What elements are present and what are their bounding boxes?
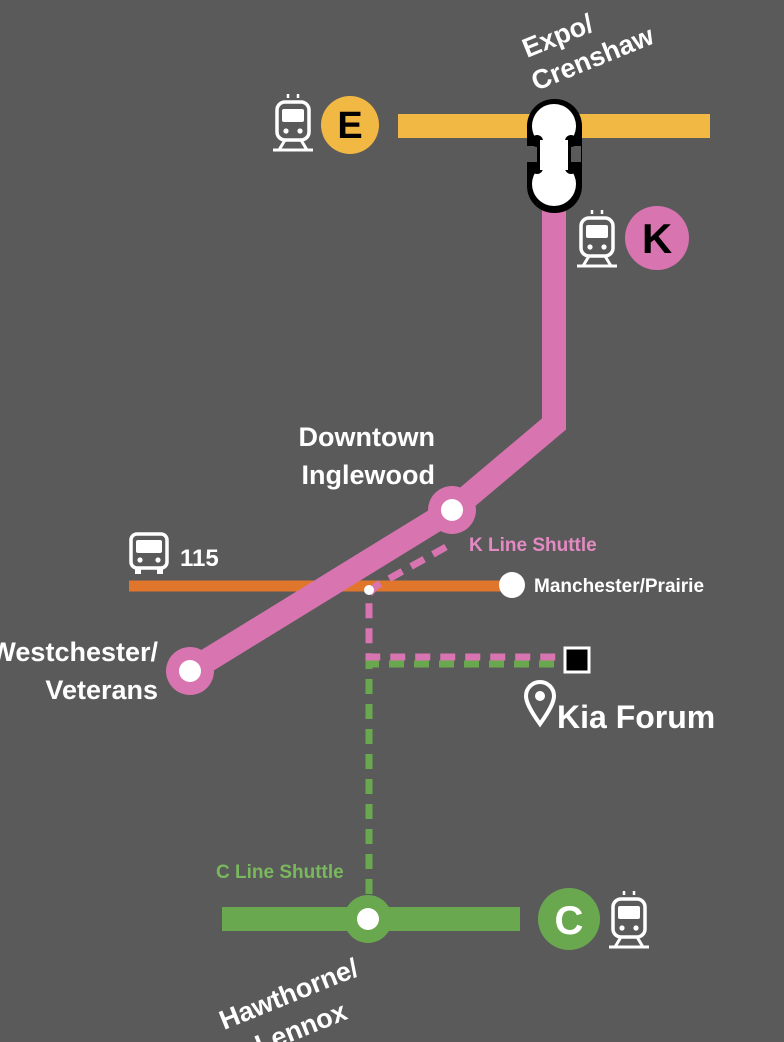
hawthorne-lennox-station[interactable] [344,895,392,943]
train-icon [607,889,651,949]
bus-route-number: 115 [180,545,219,572]
map-pin-icon [523,680,557,728]
westchester-veterans-station[interactable] [166,647,214,695]
c-line-letter: C [555,899,584,943]
manchester-prairie-label: Manchester/Prairie [534,576,704,597]
shuttle-junction-dot [364,585,374,595]
c-line-badge[interactable]: C [538,888,600,950]
kia-forum-label: Kia Forum [557,699,715,735]
c-line-shuttle-route [365,660,566,894]
e-line-letter: E [337,105,362,147]
downtown-inglewood-station[interactable] [428,486,476,534]
k-line-shuttle-label: K Line Shuttle [469,535,597,556]
downtown-inglewood-label-2: Inglewood [302,460,435,490]
downtown-inglewood-label-1: Downtown [299,422,435,452]
train-icon [575,208,619,268]
k-line-letter: K [642,215,672,262]
k-line [183,208,566,682]
kia-forum-stop[interactable] [563,646,591,674]
k-line-shuttle-route [365,543,566,661]
bus-icon [129,532,169,576]
k-line-badge[interactable]: K [625,206,689,270]
westchester-veterans-label-1: Westchester/ [0,637,158,667]
e-line-badge[interactable]: E [321,96,379,154]
westchester-veterans-label-2: Veterans [45,675,158,705]
manchester-prairie-stop[interactable] [499,572,525,598]
train-icon [271,92,315,152]
c-line-shuttle-label: C Line Shuttle [216,862,344,883]
expo-crenshaw-station[interactable] [527,99,582,213]
